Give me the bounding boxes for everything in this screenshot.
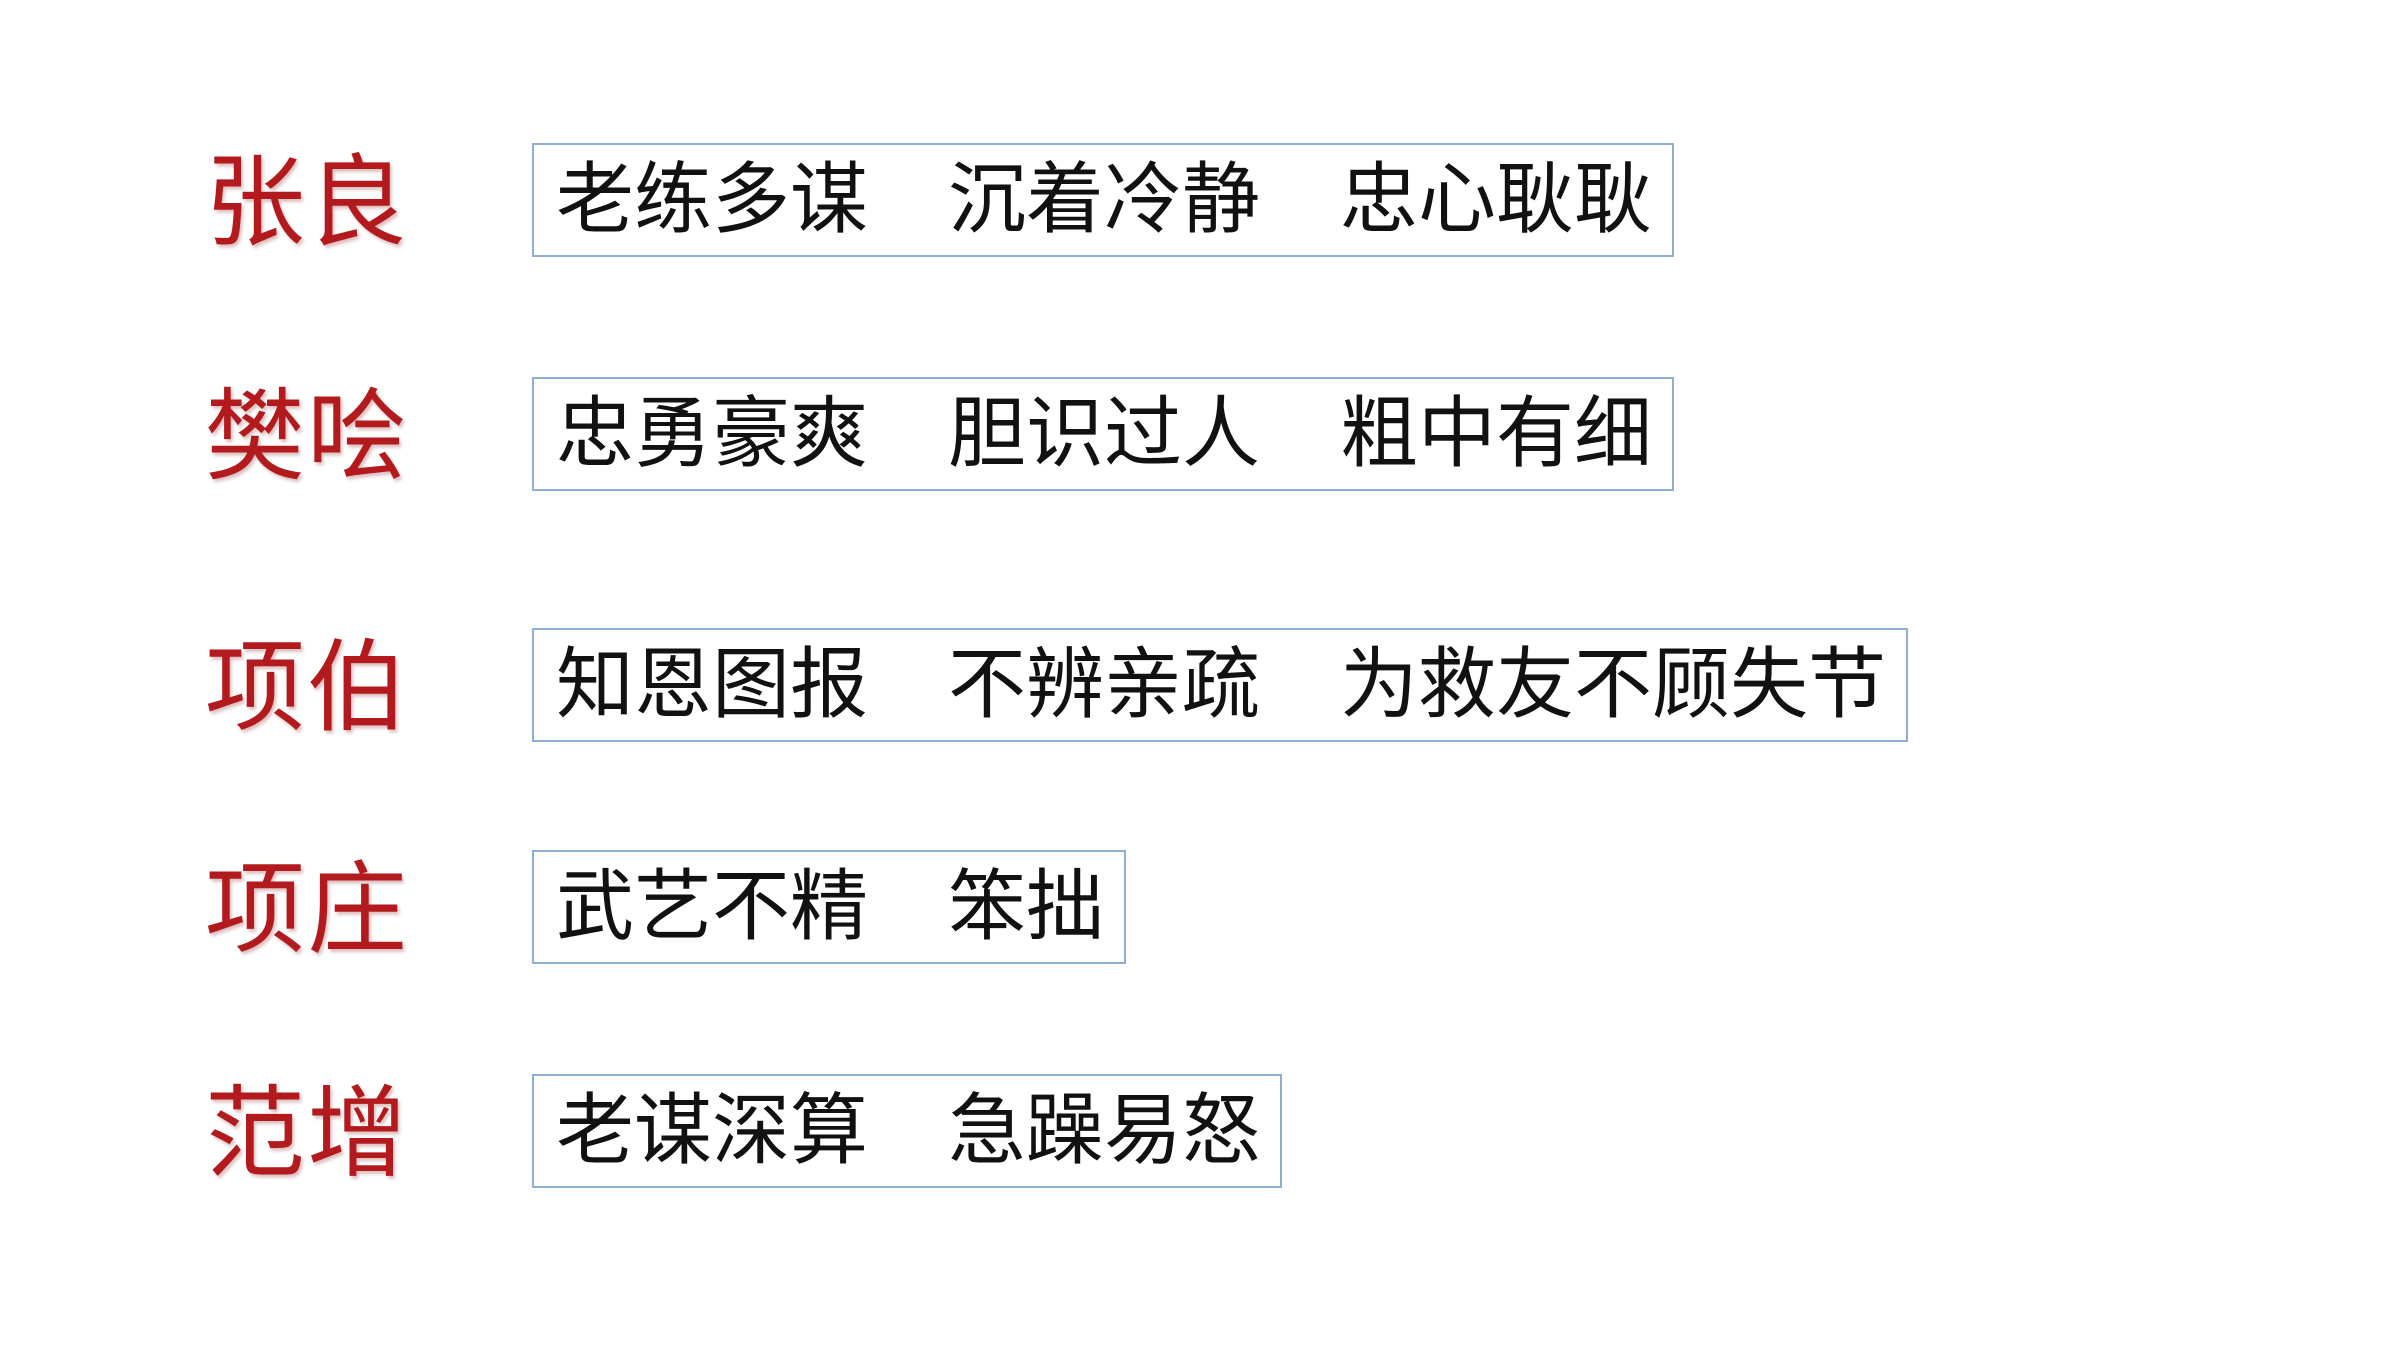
trait-text: 不辨亲疏 (948, 640, 1261, 730)
trait-text: 老练多谋 (556, 155, 869, 245)
character-row-xiang-bo: 项伯 知恩图报 不辨亲疏 为救友不顾失节 (0, 628, 2400, 748)
trait-text: 忠心耿耿 (1340, 155, 1653, 245)
traits-box: 忠勇豪爽 胆识过人 粗中有细 (532, 377, 1675, 491)
character-name: 项庄 (205, 851, 409, 968)
trait-text: 武艺不精 (556, 862, 869, 952)
character-row-xiang-zhuang: 项庄 武艺不精 笨拙 (0, 850, 2400, 970)
character-row-fan-zeng: 范增 老谋深算 急躁易怒 (0, 1074, 2400, 1194)
trait-text: 粗中有细 (1340, 389, 1653, 479)
trait-text: 胆识过人 (948, 389, 1261, 479)
character-name: 项伯 (205, 629, 409, 746)
traits-box: 武艺不精 笨拙 (532, 850, 1127, 964)
character-name: 范增 (205, 1075, 409, 1192)
trait-text: 笨拙 (948, 862, 1105, 952)
traits-box: 老练多谋 沉着冷静 忠心耿耿 (532, 143, 1675, 257)
traits-box: 老谋深算 急躁易怒 (532, 1074, 1283, 1188)
character-row-zhang-liang: 张良 老练多谋 沉着冷静 忠心耿耿 (0, 143, 2400, 263)
character-row-fan-kuai: 樊哙 忠勇豪爽 胆识过人 粗中有细 (0, 377, 2400, 497)
traits-box: 知恩图报 不辨亲疏 为救友不顾失节 (532, 628, 1909, 742)
trait-text: 知恩图报 (556, 640, 869, 730)
trait-text: 沉着冷静 (948, 155, 1261, 245)
trait-text: 忠勇豪爽 (556, 389, 869, 479)
character-name: 张良 (205, 144, 409, 261)
trait-text: 老谋深算 (556, 1086, 869, 1176)
trait-text: 急躁易怒 (948, 1086, 1261, 1176)
trait-text: 为救友不顾失节 (1340, 640, 1887, 730)
character-name: 樊哙 (205, 378, 409, 495)
